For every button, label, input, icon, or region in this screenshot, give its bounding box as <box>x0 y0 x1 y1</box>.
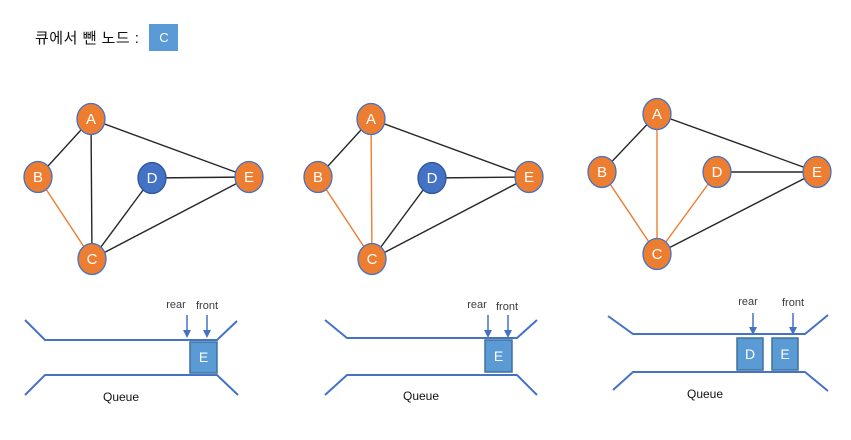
node-c-label: C <box>652 246 663 263</box>
graph-1-edges <box>37 118 250 260</box>
graph-step-3: A B C D E <box>587 97 832 271</box>
edge-a-e <box>656 113 818 173</box>
queue-top-wall <box>607 314 829 335</box>
node-a <box>356 102 386 136</box>
node-e <box>802 155 832 189</box>
node-c-label: C <box>367 251 378 268</box>
queue-bottom-wall <box>24 374 239 396</box>
node-e <box>234 160 264 194</box>
edge-a-e <box>90 118 250 178</box>
queue-1: rear front E Queue <box>24 299 239 404</box>
node-c <box>77 242 107 276</box>
edge-c-e <box>656 171 818 255</box>
graph-step-1: A B C D E <box>23 102 264 276</box>
front-arrow-icon <box>789 313 797 335</box>
edge-a-c <box>90 118 93 260</box>
node-a <box>76 102 106 136</box>
node-a-label: A <box>86 111 96 128</box>
rear-arrow-icon <box>484 315 492 338</box>
front-arrow-icon <box>504 315 512 338</box>
queue-item-label: E <box>780 346 789 362</box>
node-e-label: E <box>812 164 822 181</box>
edge-c-d <box>91 177 153 260</box>
dequeued-node-box: C <box>149 24 179 51</box>
queue-bottom-wall <box>324 374 538 396</box>
edge-c-e <box>91 176 250 260</box>
queue-top-wall <box>24 319 238 341</box>
edge-c-e <box>371 176 530 260</box>
node-e <box>514 160 544 194</box>
queue-caption: Queue <box>103 390 139 404</box>
queue-item-label: E <box>494 348 503 364</box>
edge-d-e <box>151 176 250 179</box>
queue-caption: Queue <box>403 389 439 403</box>
front-label: front <box>196 300 218 312</box>
edge-b-c <box>601 171 658 255</box>
queue-2: rear front E Queue <box>324 299 538 403</box>
front-label: front <box>782 297 804 309</box>
title-label: 큐에서 뺀 노드 : <box>35 30 140 47</box>
node-d-label: D <box>427 170 438 187</box>
queue-item-box <box>484 339 513 373</box>
edge-b-c <box>317 176 373 260</box>
node-a <box>642 97 672 131</box>
node-d <box>417 161 447 195</box>
edge-a-e <box>370 118 530 178</box>
edge-c-d <box>371 177 433 260</box>
node-b <box>23 160 53 194</box>
rear-label: rear <box>738 296 758 308</box>
node-a-label: A <box>366 111 376 128</box>
edge-d-e <box>431 176 530 179</box>
queue-top-wall <box>324 319 538 339</box>
rear-arrow-icon <box>183 315 191 338</box>
graph-1-nodes: A B C D E <box>23 102 264 276</box>
node-c <box>357 242 387 276</box>
queue-item-label: E <box>199 349 208 365</box>
node-b-label: B <box>597 164 607 181</box>
dequeued-node-label: C <box>159 30 169 45</box>
queue-item-box <box>736 337 764 371</box>
node-b-label: B <box>33 169 43 186</box>
front-arrow-icon <box>203 315 211 338</box>
queue-caption: Queue <box>687 387 723 401</box>
node-d <box>137 161 167 195</box>
node-b <box>303 160 333 194</box>
rear-label: rear <box>166 299 186 311</box>
node-b-label: B <box>313 169 323 186</box>
node-c-label: C <box>87 251 98 268</box>
graph-2-nodes: A B C D E <box>303 102 544 276</box>
rear-arrow-icon <box>749 313 757 335</box>
node-e-label: E <box>244 169 254 186</box>
queue-item-box <box>771 337 799 371</box>
node-c <box>642 237 672 271</box>
node-e-label: E <box>524 169 534 186</box>
graph-step-2: A B C D E <box>303 102 544 276</box>
node-d <box>702 155 732 189</box>
node-b <box>587 155 617 189</box>
node-a-label: A <box>652 106 662 123</box>
edge-b-c <box>37 176 93 260</box>
queue-item-label: D <box>745 346 755 362</box>
queue-bottom-wall <box>612 371 829 392</box>
graph-3-nodes: A B C D E <box>587 97 832 271</box>
edge-c-d <box>656 171 718 255</box>
front-label: front <box>496 301 518 313</box>
queue-item-box <box>189 341 218 374</box>
title-row: 큐에서 뺀 노드 : C <box>35 24 179 51</box>
edge-a-c <box>370 118 373 260</box>
rear-label: rear <box>467 299 487 311</box>
node-d-label: D <box>147 170 158 187</box>
node-d-label: D <box>712 164 723 181</box>
queue-3: rear front D E Queue <box>607 296 829 401</box>
